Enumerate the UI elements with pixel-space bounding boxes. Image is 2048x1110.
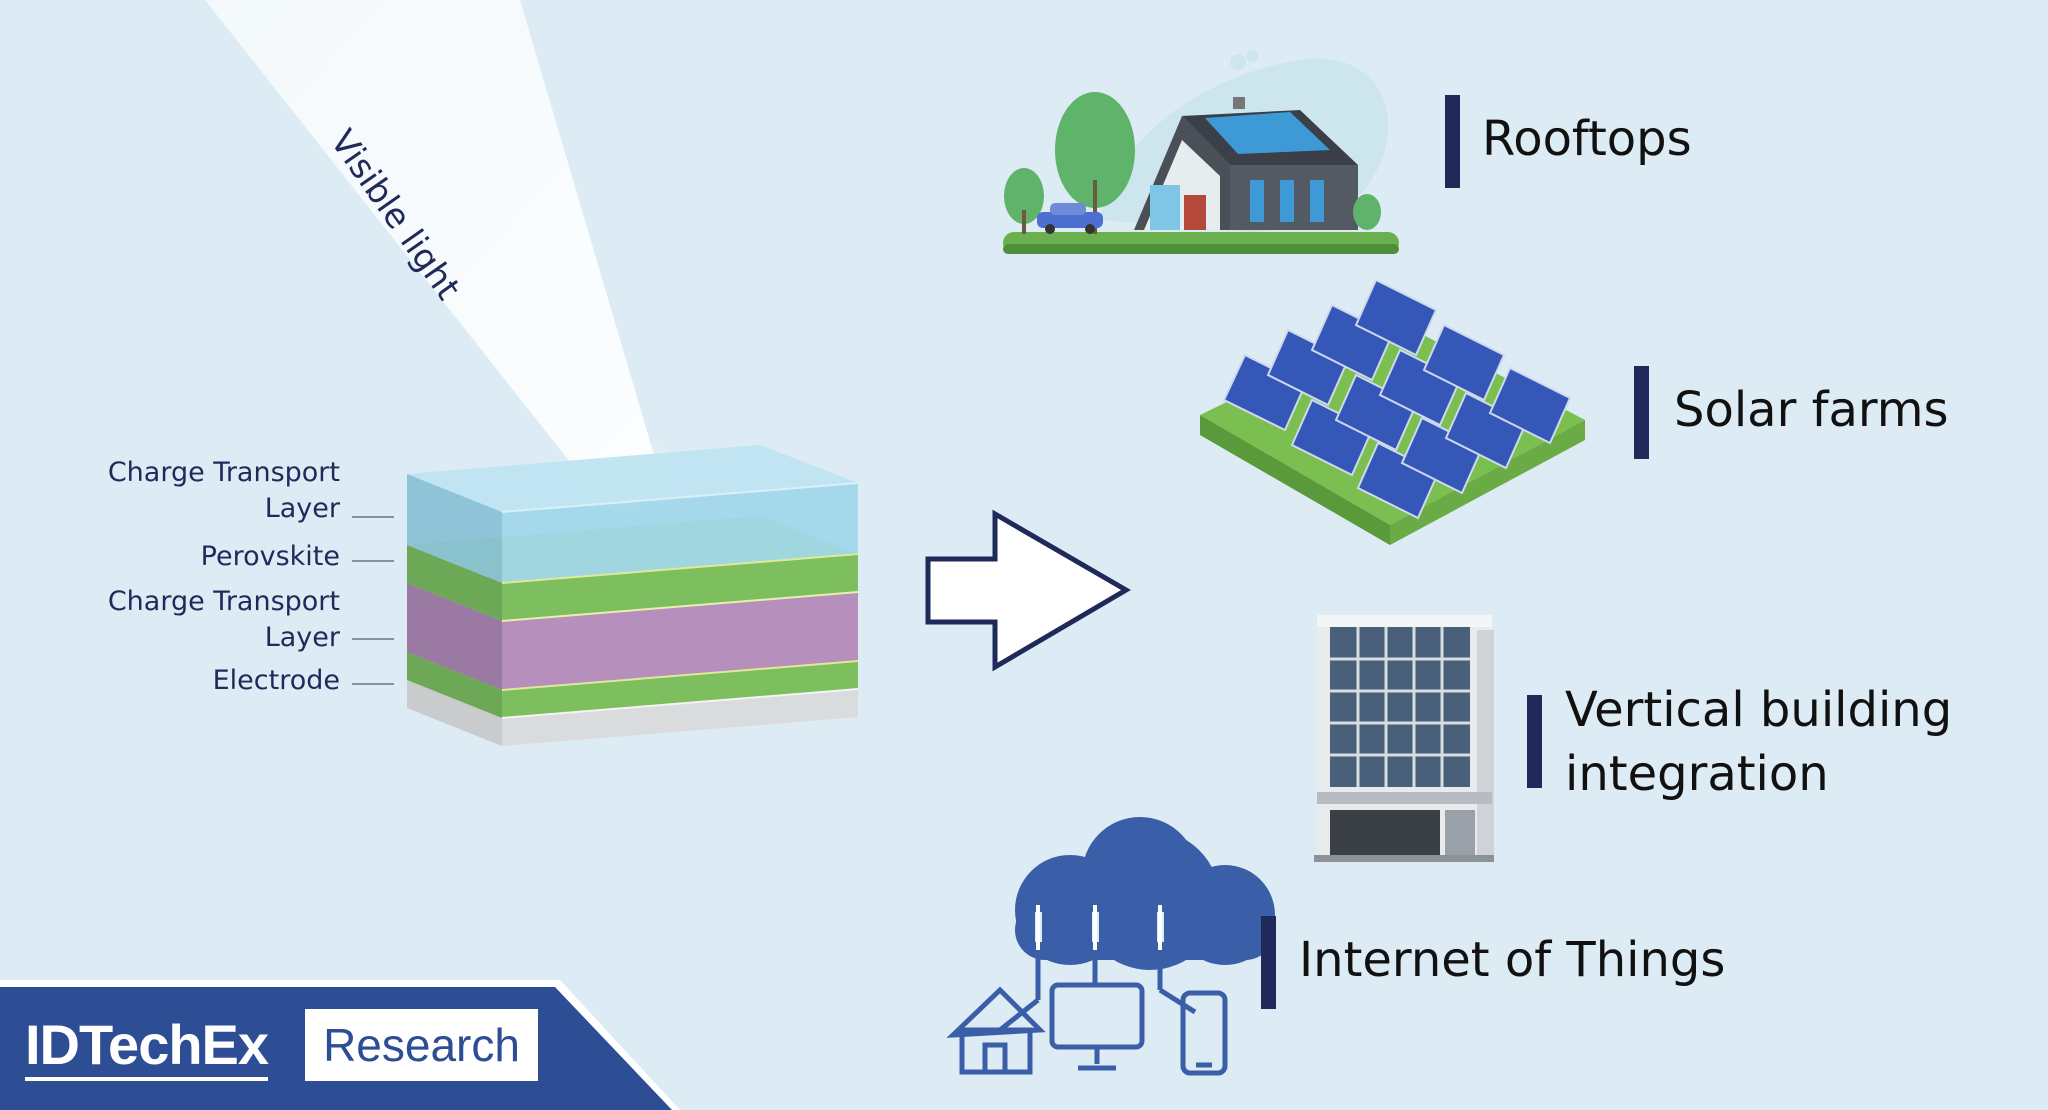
leader-line <box>352 560 394 562</box>
leader-line <box>352 638 394 640</box>
layer-label-perovskite: Perovskite <box>200 541 340 572</box>
solar-farm-icon <box>1200 278 1585 545</box>
accent-bar <box>1527 695 1542 788</box>
leader-line <box>352 683 394 685</box>
house-solar-roof-icon <box>1003 50 1399 254</box>
brand-logo-idtechex: IDTechEx <box>25 1013 269 1081</box>
application-iot: Internet of Things <box>1299 932 1726 988</box>
layer-label-top-ctl: Charge Transport Layer <box>107 457 340 524</box>
iot-cloud-icon <box>946 817 1275 1076</box>
layer-label-electrode: Electrode <box>212 665 340 696</box>
leader-line <box>352 516 394 518</box>
accent-bar <box>1634 366 1649 459</box>
application-rooftops: Rooftops <box>1482 111 1692 167</box>
application-solar-farms: Solar farms <box>1674 382 1949 438</box>
office-building-icon <box>1314 615 1494 862</box>
layer-label-bottom-ctl: Charge Transport Layer <box>107 586 340 653</box>
accent-bar <box>1261 916 1276 1009</box>
perovskite-cell-stack <box>407 445 859 746</box>
arrow-right-icon <box>925 509 1131 672</box>
accent-bar <box>1445 95 1460 188</box>
brand-research-box: Research <box>305 1009 538 1081</box>
application-vertical-building: Vertical building integration <box>1565 682 1953 802</box>
light-beam <box>205 0 698 516</box>
